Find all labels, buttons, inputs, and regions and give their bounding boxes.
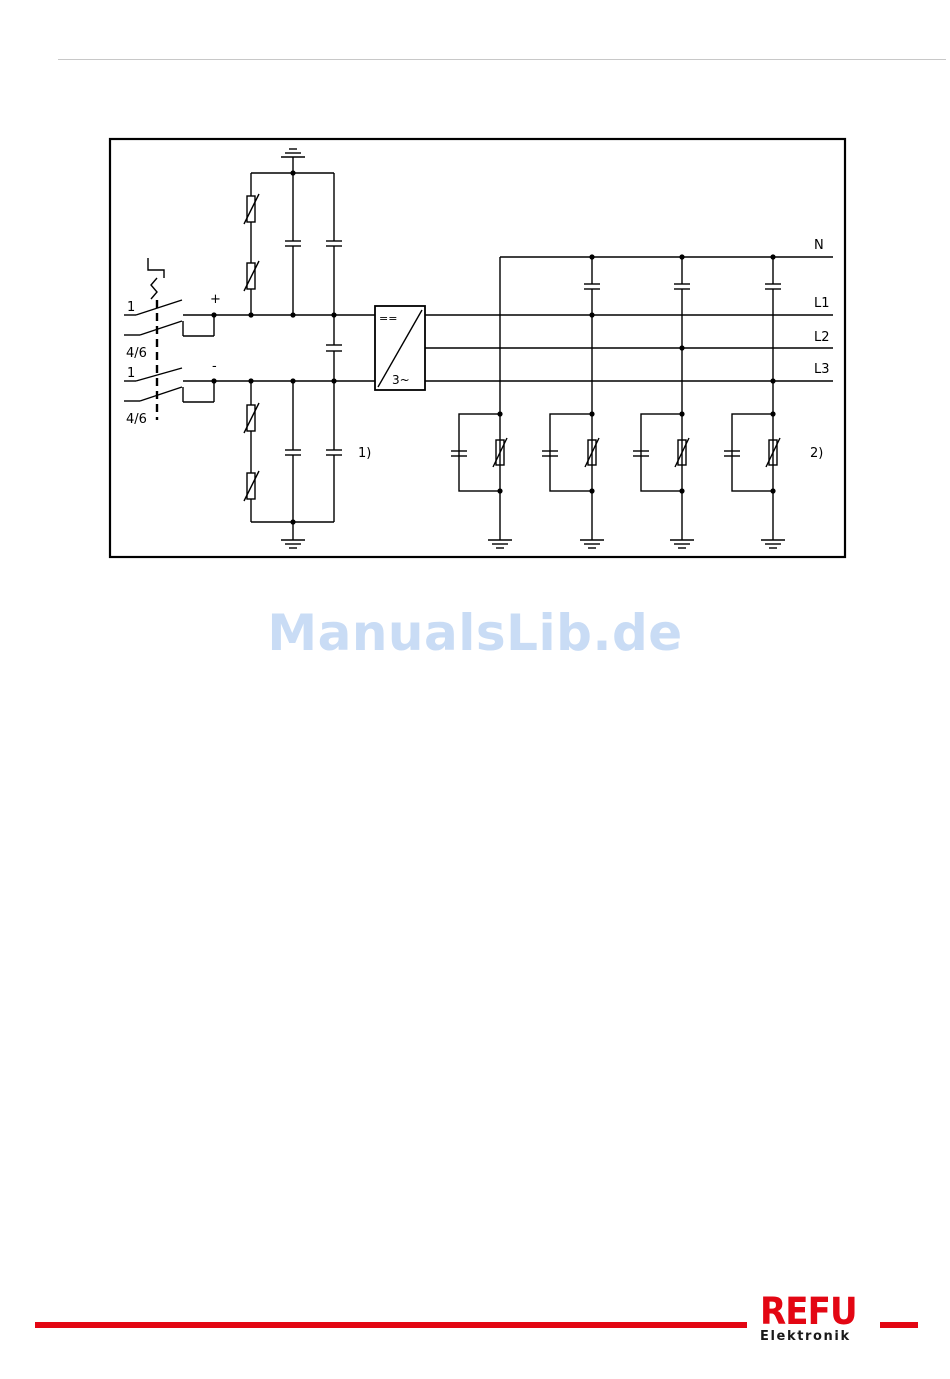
logo-mark: REFU	[760, 1295, 852, 1329]
label-n: N	[814, 238, 824, 253]
label-switch-bottom-46: 4/6	[126, 412, 147, 427]
footer-rule-right	[880, 1322, 918, 1328]
refu-logo: REFU Elektronik	[760, 1295, 860, 1344]
inverter-dc-symbol: ==	[379, 312, 397, 325]
label-switch-bottom-1: 1	[127, 366, 135, 381]
label-note-2: 2)	[810, 446, 823, 461]
label-note-1: 1)	[358, 446, 371, 461]
label-switch-top-46: 4/6	[126, 346, 147, 361]
label-l1: L1	[814, 296, 830, 311]
label-l3: L3	[814, 362, 830, 377]
footer-rule-left	[35, 1322, 747, 1328]
label-l2: L2	[814, 330, 830, 345]
inverter-ac-symbol: 3~	[392, 373, 410, 387]
label-minus: -	[212, 359, 217, 374]
label-switch-top-1: 1	[127, 300, 135, 315]
watermark: ManualsLib.de	[0, 604, 950, 662]
label-plus: +	[210, 292, 221, 307]
